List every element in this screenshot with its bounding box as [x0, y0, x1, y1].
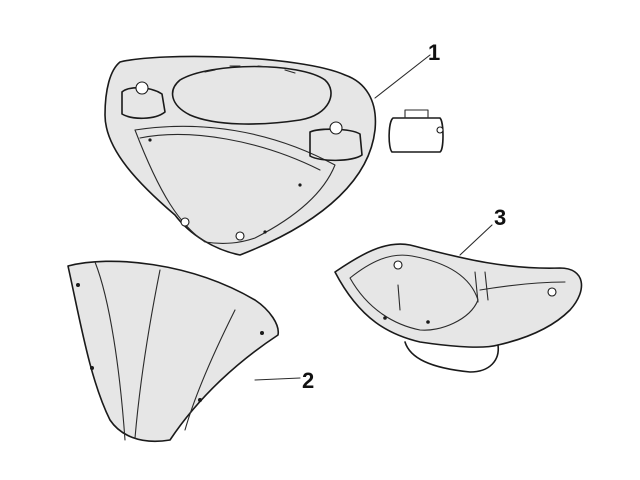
callout-1: 1	[428, 40, 440, 65]
part-1-handlebar-cover	[104, 55, 444, 256]
callout-2: 2	[302, 368, 314, 393]
leader-line-2	[254, 377, 301, 381]
part-2-windscreen	[67, 260, 280, 443]
leader-line-3	[459, 224, 493, 256]
part-3-rear-handlebar-cover	[334, 243, 583, 373]
leader-line-1	[374, 54, 431, 99]
callout-3: 3	[494, 205, 506, 230]
